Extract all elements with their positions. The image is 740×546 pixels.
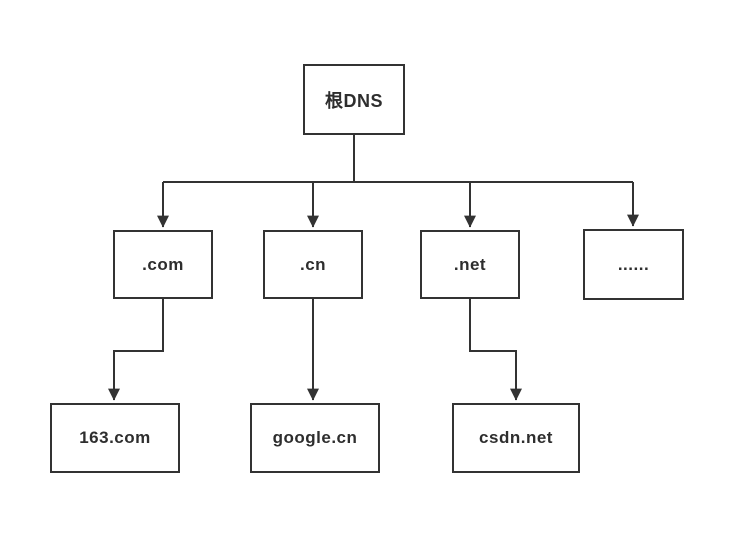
node-csdnnet-label: csdn.net: [479, 428, 553, 447]
node-root-dns: 根DNS: [303, 64, 405, 135]
node-ellipsis: ......: [583, 229, 684, 300]
node-googlecn: google.cn: [250, 403, 380, 473]
edge-net-to-csdnnet: [469, 299, 522, 401]
node-csdnnet: csdn.net: [452, 403, 580, 473]
node-net: .net: [420, 230, 520, 299]
node-cn: .cn: [263, 230, 363, 299]
edge-com-to-163com: [108, 299, 164, 401]
node-cn-label: .cn: [299, 254, 327, 274]
node-root-dns-label: 根DNS: [324, 90, 383, 111]
node-googlecn-label: google.cn: [272, 428, 358, 447]
node-com-label: .com: [142, 254, 184, 274]
node-net-label: .net: [453, 254, 487, 274]
node-163com: 163.com: [50, 403, 180, 473]
node-com: .com: [113, 230, 213, 299]
node-163com-label: 163.com: [79, 428, 151, 447]
node-ellipsis-label: ......: [617, 254, 650, 274]
